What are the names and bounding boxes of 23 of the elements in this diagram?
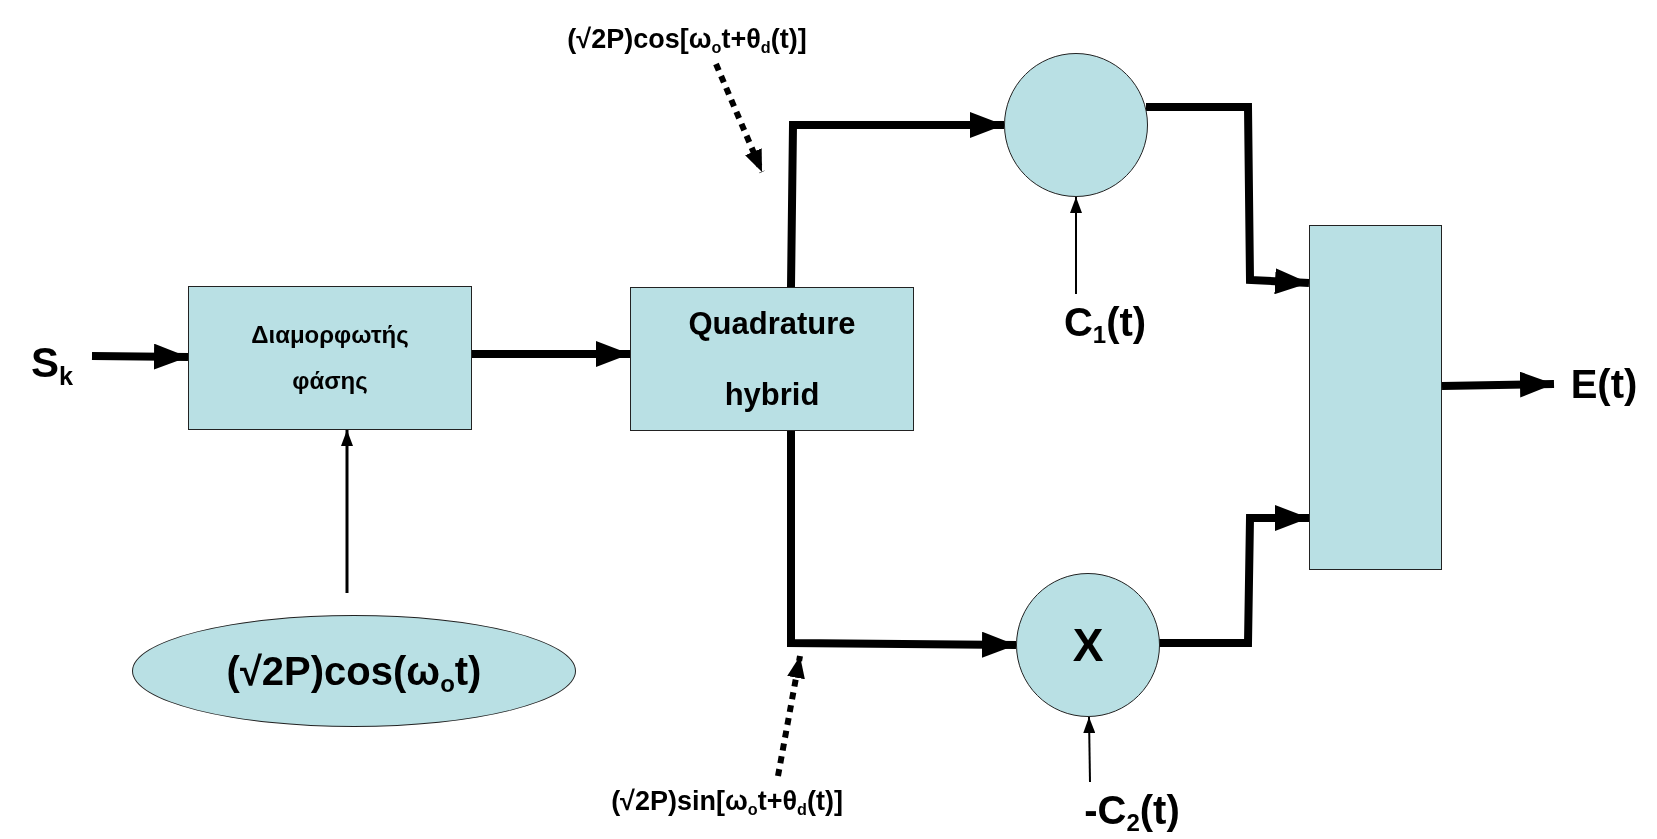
arrow bbox=[1441, 371, 1555, 398]
signal-label: (√2P)cos[ω$_{o}$t+θ$_{d}$(t)] bbox=[487, 14, 887, 64]
arrow bbox=[341, 430, 353, 593]
oscillator-ellipse: (√2P)cos(ω$_{o}$t) bbox=[132, 615, 576, 727]
block-box: Quadrature hybrid bbox=[630, 287, 914, 431]
arrow bbox=[472, 341, 630, 367]
mixer-circle: X bbox=[1016, 573, 1160, 717]
block-box bbox=[1309, 225, 1442, 570]
leader-arrow bbox=[713, 62, 765, 174]
signal-label: E(t) bbox=[1554, 356, 1654, 412]
arrow bbox=[1083, 716, 1096, 783]
arrow bbox=[1159, 505, 1309, 647]
leader-arrow bbox=[775, 655, 805, 777]
arrow bbox=[787, 112, 1004, 288]
signal-label: C$_{1}$(t) bbox=[1040, 294, 1170, 350]
arrow bbox=[1146, 103, 1310, 295]
arrow bbox=[91, 343, 189, 370]
signal-label: -C$_{2}$(t) bbox=[1052, 782, 1212, 838]
arrow bbox=[787, 431, 1017, 658]
block-box: Διαμορφωτής φάσης bbox=[188, 286, 472, 430]
arrow bbox=[1070, 196, 1082, 295]
signal-label: S$_{k}$ bbox=[12, 330, 92, 396]
signal-label: (√2P)sin[ω$_{o}$t+θ$_{d}$(t)] bbox=[532, 776, 922, 826]
